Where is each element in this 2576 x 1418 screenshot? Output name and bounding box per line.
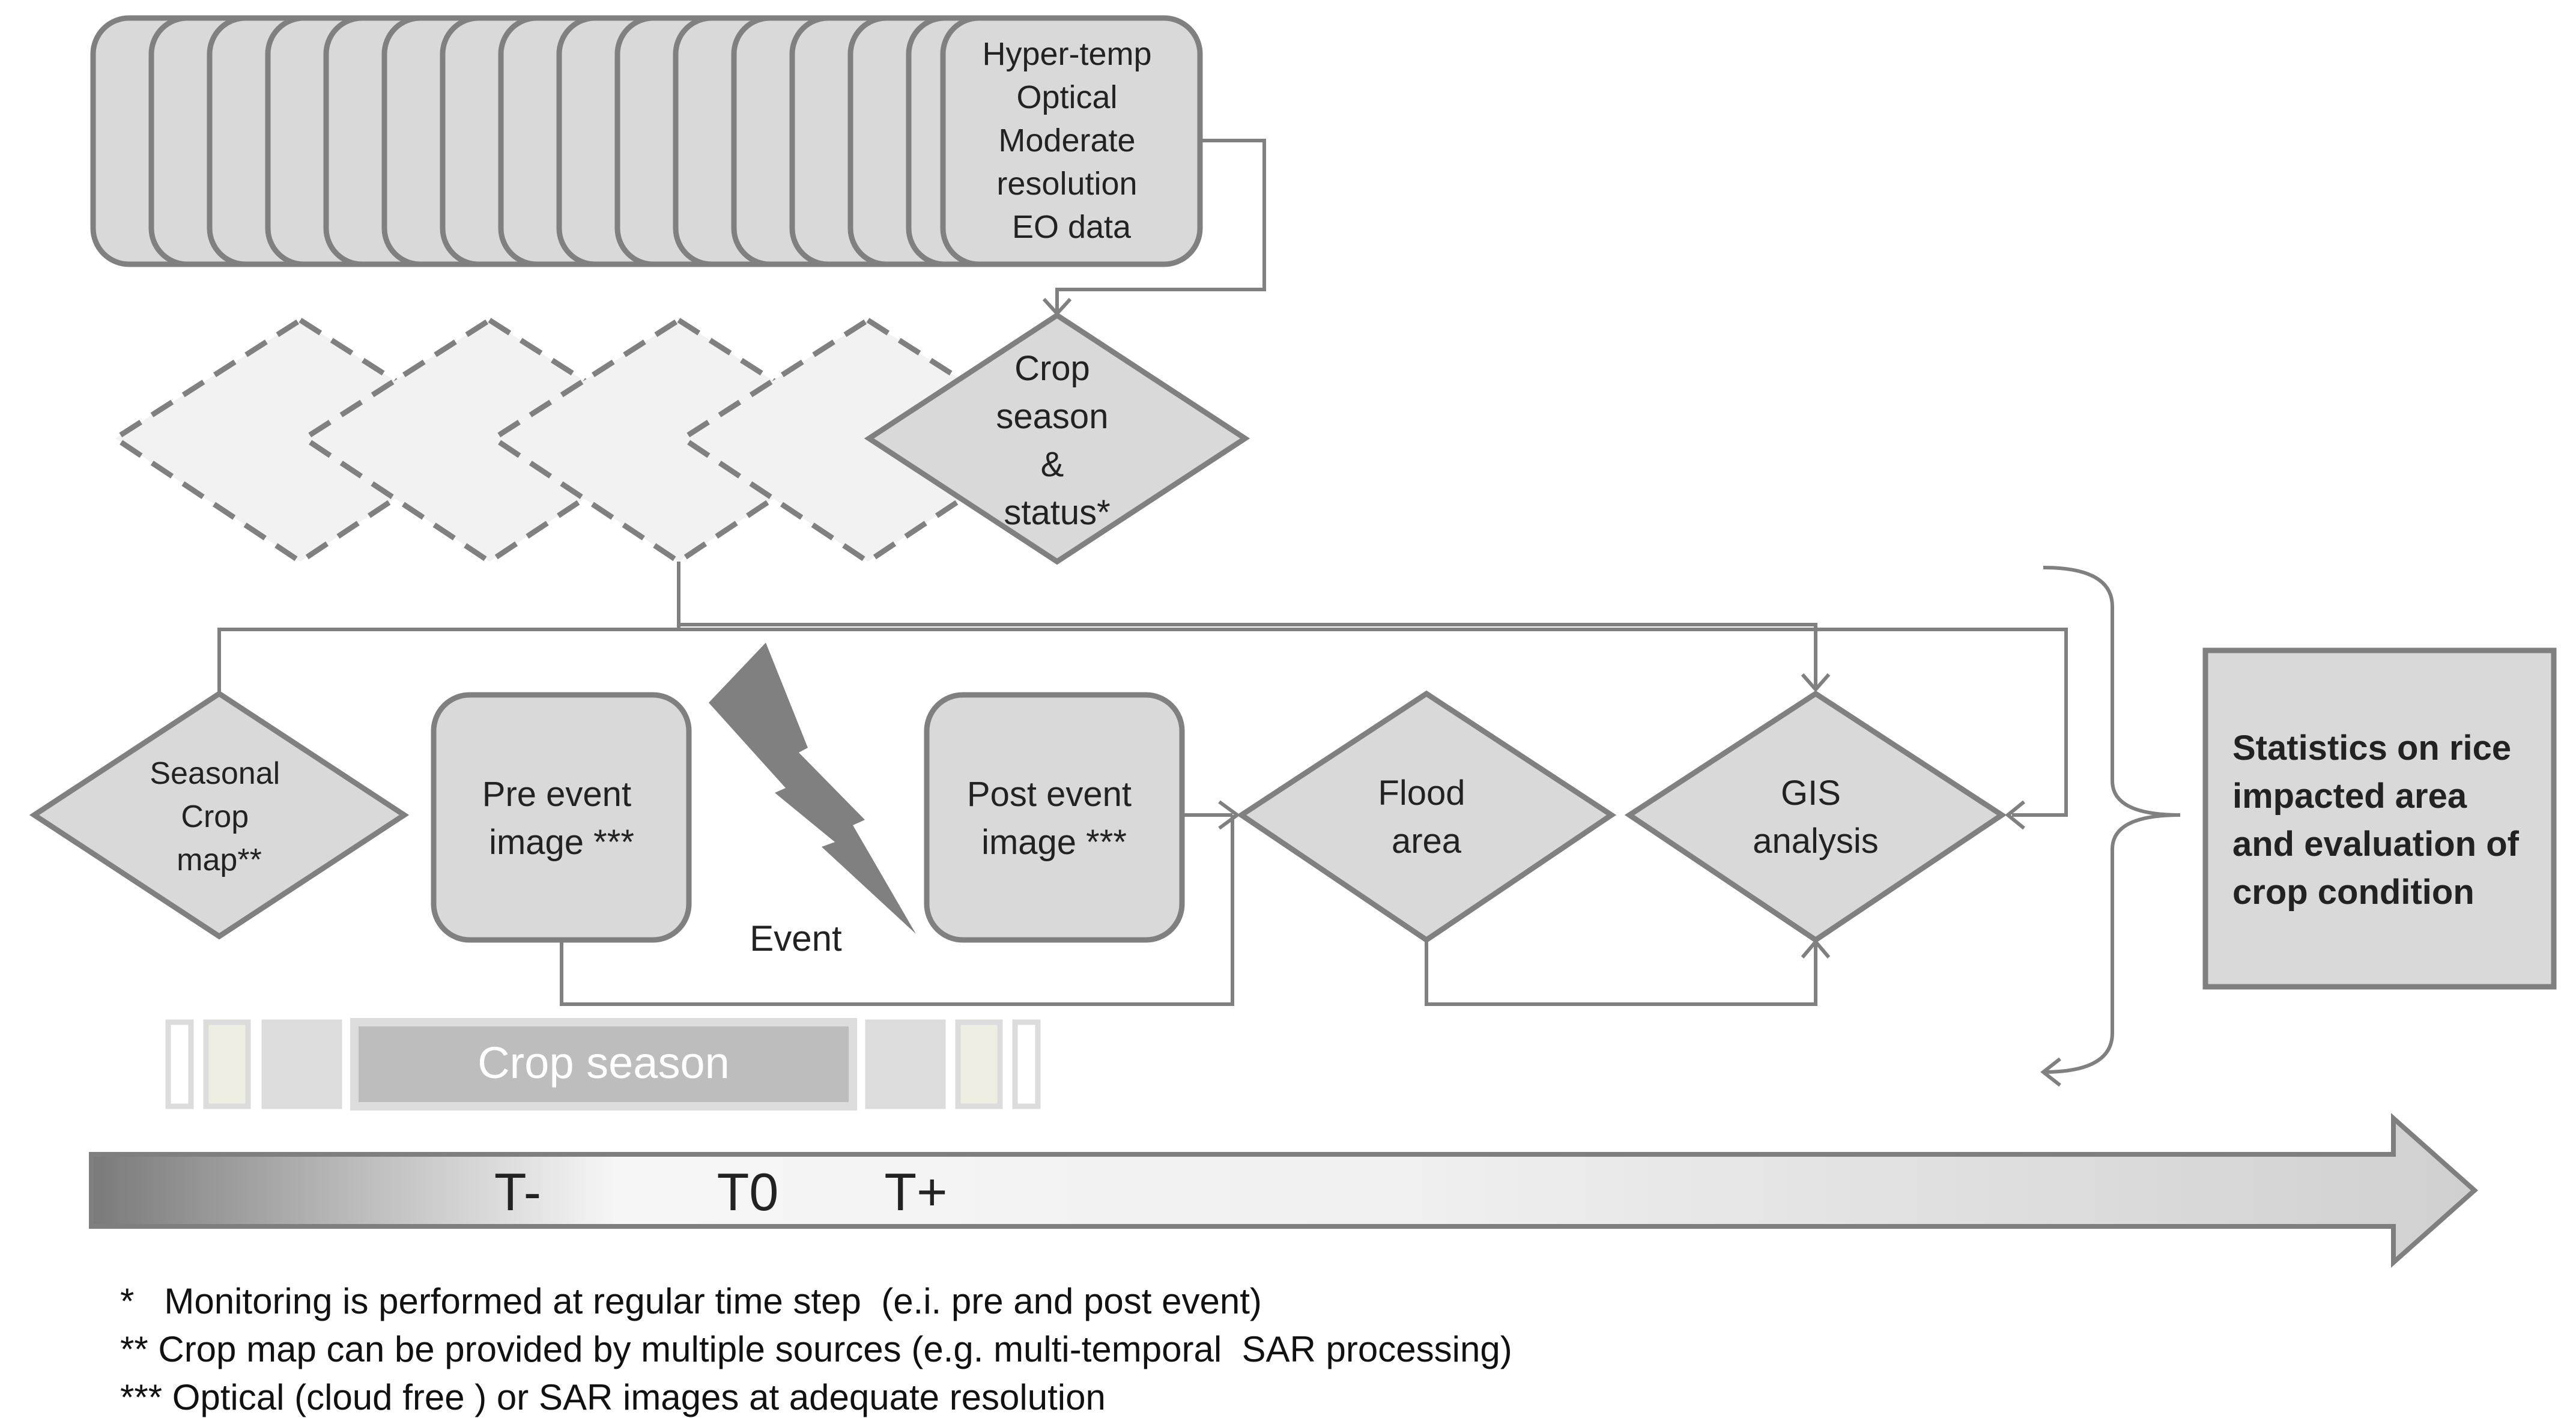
lightning-bolt-icon (709, 643, 916, 934)
ghost-diamond (488, 317, 869, 565)
eo-data-box: Hyper-temp Optical Moderate resolution E… (940, 15, 1203, 267)
crop-season-status-diamond: Crop season & status* (864, 312, 1250, 565)
crop-season-bar: Crop season (165, 1018, 1041, 1110)
flood-area-diamond: Flood area (1236, 690, 1617, 944)
footnotes: * Monitoring is performed at regular tim… (120, 1281, 1512, 1417)
crop-season-label: Crop season (477, 1038, 730, 1088)
pre-event-image-box: Pre event image *** (431, 692, 692, 943)
t-plus-label: T+ (884, 1162, 947, 1222)
ghost-diamond (299, 317, 680, 565)
statistics-label: Statistics on rice impacted area and eva… (2232, 729, 2529, 912)
post-event-image-label: Post event image *** (967, 775, 1141, 862)
distribution-connectors (217, 562, 2068, 1006)
flood-area-label: Flood area (1378, 774, 1474, 861)
right-brace (2040, 566, 2181, 1087)
pre-event-image-label: Pre event image *** (482, 775, 641, 862)
ghost-diamond (110, 317, 491, 565)
eo-data-stack (90, 15, 1169, 267)
footnote-1: * Monitoring is performed at regular tim… (120, 1281, 1262, 1321)
footnote-2: ** Crop map can be provided by multiple … (120, 1329, 1512, 1369)
footnote-3: *** Optical (cloud free ) or SAR images … (120, 1377, 1106, 1417)
event-label: Event (750, 918, 842, 959)
gis-analysis-label: GIS analysis (1753, 774, 1879, 861)
crop-season-status-label: Crop season & status* (996, 349, 1118, 532)
t-minus-label: T- (494, 1162, 541, 1222)
statistics-box: Statistics on rice impacted area and eva… (2202, 647, 2557, 990)
timeline-arrow: T- T0 T+ (89, 1113, 2479, 1268)
eo-data-label: Hyper-temp Optical Moderate resolution E… (982, 36, 1160, 245)
gis-analysis-diamond: GIS analysis (1624, 690, 2007, 944)
t-zero-label: T0 (717, 1162, 779, 1222)
seasonal-crop-map-diamond: Seasonal Crop map** (29, 690, 410, 940)
post-event-image-box: Post event image *** (924, 692, 1185, 943)
seasonal-crop-map-label: Seasonal Crop map** (150, 756, 288, 877)
